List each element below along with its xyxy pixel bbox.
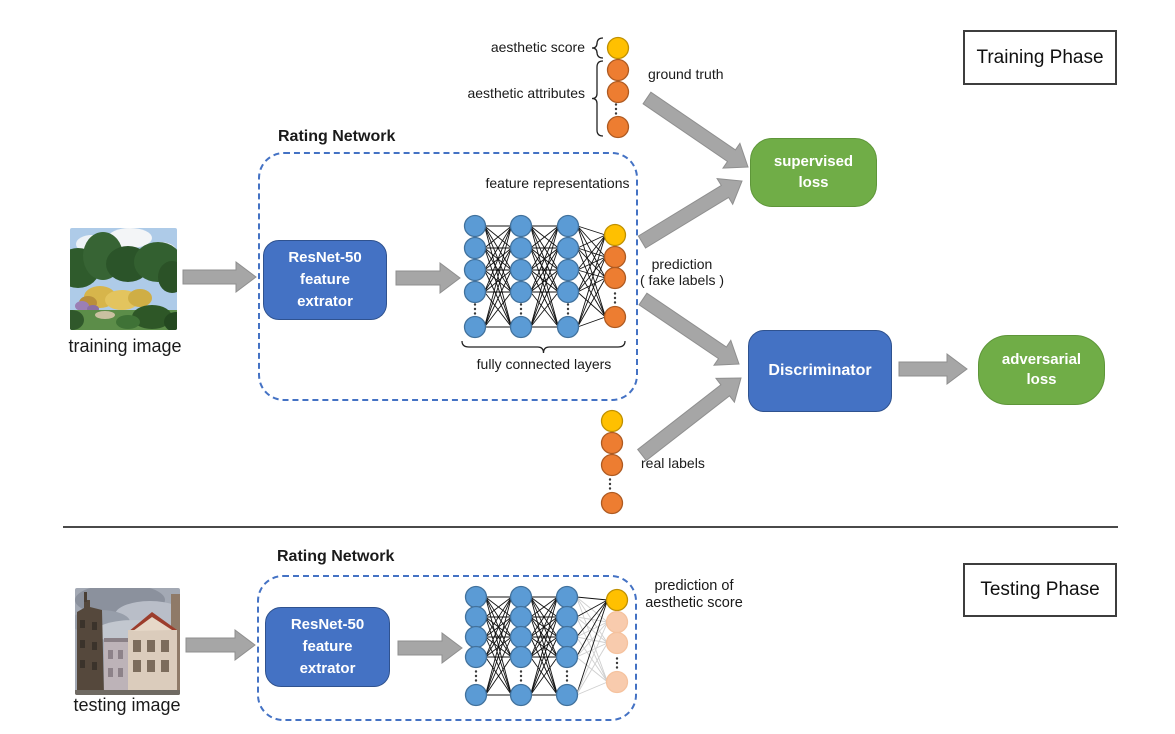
photo-training-image — [70, 228, 177, 330]
prediction-of-line2: aesthetic score — [645, 595, 743, 612]
testing-phase-label: Testing Phase — [980, 579, 1100, 600]
arrow-discriminator-to-adversarial-loss — [898, 353, 968, 385]
prediction-line2: ( fake labels ) — [639, 272, 725, 289]
training-fc-network — [463, 214, 627, 339]
training-image-caption: training image — [68, 336, 182, 356]
prediction-of-line1: prediction of — [654, 578, 734, 594]
resnet-line: feature — [302, 638, 353, 656]
arrow-prediction-to-discriminator — [638, 292, 740, 366]
aesthetic-attributes-brace — [591, 60, 604, 137]
adversarial-loss-line: loss — [1026, 371, 1057, 388]
aesthetic-score-label: aesthetic score — [490, 39, 585, 55]
resnet-line: ResNet-50 — [288, 249, 362, 267]
fully-connected-layers-brace — [461, 340, 626, 354]
supervised-loss-line: supervised — [773, 153, 854, 171]
adversarial-loss-box: adversarial loss — [978, 335, 1105, 405]
feature-representations-label: feature representations — [485, 175, 630, 191]
ground-truth-stack — [606, 36, 630, 139]
rating-network-box-testing — [257, 575, 637, 721]
supervised-loss-line: loss — [798, 173, 829, 191]
discriminator-box: Discriminator — [748, 330, 892, 412]
adversarial-loss-line: adversarial — [1001, 350, 1082, 368]
real-labels-label: real labels — [641, 455, 705, 471]
resnet-line: extrator — [297, 292, 353, 310]
resnet-line: extrator — [299, 659, 356, 677]
rating-network-title-testing: Rating Network — [277, 548, 395, 565]
rating-network-title-training: Rating Network — [278, 128, 396, 145]
aesthetic-score-brace — [591, 37, 604, 59]
prediction-fake-labels-label: prediction ( fake labels ) — [632, 256, 732, 288]
arrow-resnet-to-fc-testing — [397, 632, 463, 664]
aesthetic-attributes-label: aesthetic attributes — [467, 85, 585, 101]
photo-testing-image — [75, 588, 180, 695]
rating-network-box-training — [258, 152, 638, 401]
arrow-real-labels-to-discriminator — [636, 377, 742, 462]
supervised-loss-box: supervised loss — [750, 138, 877, 207]
ground-truth-label: ground truth — [648, 66, 724, 82]
testing-fc-network — [464, 585, 629, 707]
resnet-line: feature — [299, 271, 351, 289]
arrow-resnet-to-fc-training — [395, 262, 461, 294]
arrow-prediction-to-supervised-loss — [637, 178, 743, 249]
real-labels-stack — [600, 409, 624, 515]
resnet-box-testing: ResNet-50 feature extrator — [265, 607, 390, 687]
training-phase-box: Training Phase — [963, 30, 1117, 85]
fully-connected-layers-label: fully connected layers — [476, 356, 612, 372]
testing-phase-box: Testing Phase — [963, 563, 1117, 617]
arrow-ground-truth-to-supervised-loss — [642, 91, 749, 169]
phase-divider — [63, 526, 1118, 528]
training-phase-label: Training Phase — [976, 46, 1104, 68]
resnet-line: ResNet-50 — [290, 616, 365, 634]
arrow-training-image-to-resnet — [182, 261, 257, 293]
arrow-testing-image-to-resnet — [185, 629, 256, 661]
testing-image-caption: testing image — [73, 695, 181, 715]
prediction-line1: prediction — [651, 256, 713, 272]
discriminator-label: Discriminator — [768, 362, 872, 380]
prediction-of-score-label: prediction of aesthetic score — [634, 578, 754, 613]
resnet-box-training: ResNet-50 feature extrator — [263, 240, 387, 320]
